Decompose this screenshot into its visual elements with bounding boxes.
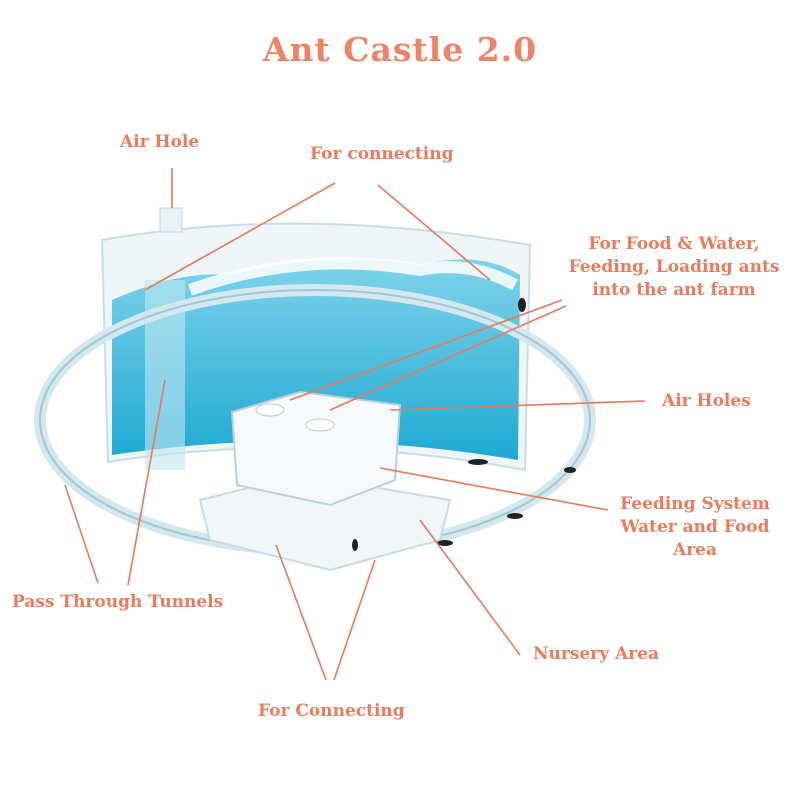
label-line: For Food & Water, [588,234,760,254]
label-line: Feeding System [620,494,770,514]
label-line: Water and Food [620,517,770,537]
label-for-connecting-top: For connecting [310,144,454,164]
leader-lines [64,168,646,681]
label-line: into the ant farm [592,280,756,300]
label-food-water: For Food & Water, Feeding, Loading ants … [560,233,788,302]
label-pass-through-tunnels: Pass Through Tunnels [12,592,224,612]
label-for-connecting-bottom: For Connecting [258,701,405,721]
diagram-title: Ant Castle 2.0 [262,30,538,69]
label-air-holes: Air Holes [662,391,751,411]
label-air-hole: Air Hole [120,132,200,152]
label-line: Feeding, Loading ants [568,257,780,277]
sand-gel [112,259,520,460]
air-hole-tube [159,207,183,233]
ant-icons [352,298,576,551]
feeding-box [230,390,402,507]
label-feeding-system: Feeding System Water and Food Area [605,493,785,562]
label-line: Area [673,540,717,560]
label-nursery-area: Nursery Area [533,644,659,664]
